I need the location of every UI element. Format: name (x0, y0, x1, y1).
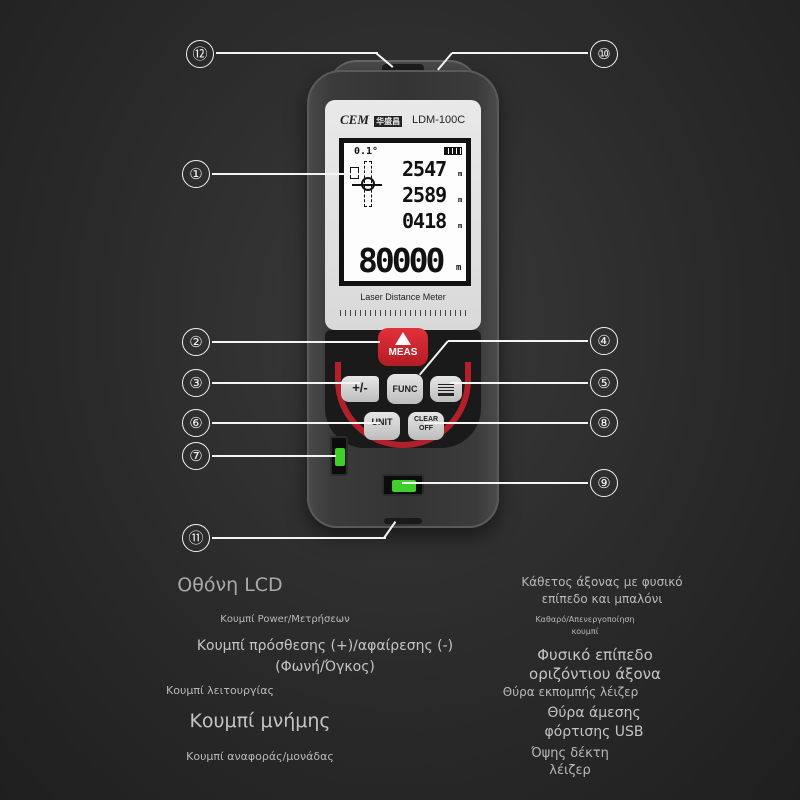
label-horizontal-level: Φυσικό επίπεδο οριζόντιου άξονα (529, 646, 661, 683)
callout-2: ② (182, 328, 210, 356)
laser-aperture (382, 64, 424, 74)
lcd-unit-1: m (458, 170, 463, 178)
label-receiver: Όψης δέκτη λέιζερ (531, 746, 609, 778)
callout-3: ③ (182, 369, 210, 397)
laser-warning-icon (395, 332, 411, 345)
lcd-main-reading: 80000 (358, 241, 445, 280)
label-usb-port: Θύρα άμεσης φόρτισης USB (544, 705, 644, 740)
leader-11 (212, 537, 386, 539)
plus-minus-icon: +/- (352, 380, 368, 395)
callout-6: ⑥ (182, 409, 210, 437)
memory-button[interactable] (430, 376, 462, 402)
callout-7: ⑦ (182, 442, 210, 470)
leader-3 (212, 382, 360, 384)
horizontal-bubble-level (382, 474, 424, 496)
label-add-subtract: Κουμπί πρόσθεσης (+)/αφαίρεσης (-) (Φωνή… (196, 638, 454, 675)
memory-icon (438, 382, 454, 396)
leader-2 (212, 341, 380, 343)
callout-12: ⑫ (186, 40, 214, 68)
leader-4 (448, 340, 588, 342)
callout-8: ⑧ (590, 409, 618, 437)
ruler-scale (340, 310, 466, 316)
usb-port (384, 518, 422, 524)
label-reference-unit: Κουμπί αναφοράς/μονάδας (186, 750, 334, 763)
lcd-unit-3: m (458, 222, 463, 230)
callout-11: ⑪ (182, 524, 210, 552)
leader-9 (402, 482, 588, 484)
lcd-main-unit: m (456, 263, 462, 273)
leader-10 (452, 52, 588, 54)
leader-1 (212, 173, 372, 175)
clear-off-button[interactable]: CLEAR OFF (408, 412, 444, 440)
leader-12 (216, 52, 378, 54)
leader-6 (212, 422, 380, 424)
battery-icon (444, 147, 462, 155)
label-power-meas: Κουμπί Power/Μετρήσεων (220, 614, 350, 625)
leader-8 (424, 422, 588, 424)
callout-1: ① (182, 160, 210, 188)
callout-4: ④ (590, 327, 618, 355)
label-memory: Κουμπί μνήμης (189, 710, 331, 732)
callout-9: ⑨ (590, 469, 618, 497)
tilt-target-icon (350, 161, 386, 207)
label-function: Κουμπί λειτουργίας (166, 684, 274, 697)
callout-10: ⑩ (590, 40, 618, 68)
label-clear-off: Καθαρό/Απενεργοποίηση κουμπί (535, 615, 635, 636)
lcd-line-1: 2547 (402, 157, 447, 181)
unit-button[interactable]: UNIT (364, 412, 400, 440)
model-name: LDM-100C (412, 114, 466, 126)
lcd-angle: 0.1° (354, 146, 379, 157)
label-laser-port: Θύρα εκπομπής λέιζερ (502, 685, 639, 699)
callout-5: ⑤ (590, 369, 618, 397)
lcd-line-2: 2589 (402, 183, 447, 207)
add-subtract-button[interactable]: +/- (341, 376, 379, 402)
meas-button[interactable]: MEAS (378, 328, 428, 366)
leader-5 (450, 382, 588, 384)
device-subtitle: Laser Distance Meter (360, 292, 446, 302)
lcd-line-3: 0418 (402, 209, 447, 233)
brand-logo: CEM 华盛昌 (340, 112, 403, 127)
lcd-unit-2: m (458, 196, 463, 204)
leader-7 (212, 455, 336, 457)
label-vertical-level: Κάθετος άξονας με φυσικό επίπεδο και μπα… (521, 575, 683, 606)
lcd-screen: 0.1° 2547 m 2589 m 0418 m 80000 m (339, 138, 471, 286)
label-lcd-screen: Οθόνη LCD (177, 574, 283, 596)
func-button[interactable]: FUNC (387, 374, 423, 404)
